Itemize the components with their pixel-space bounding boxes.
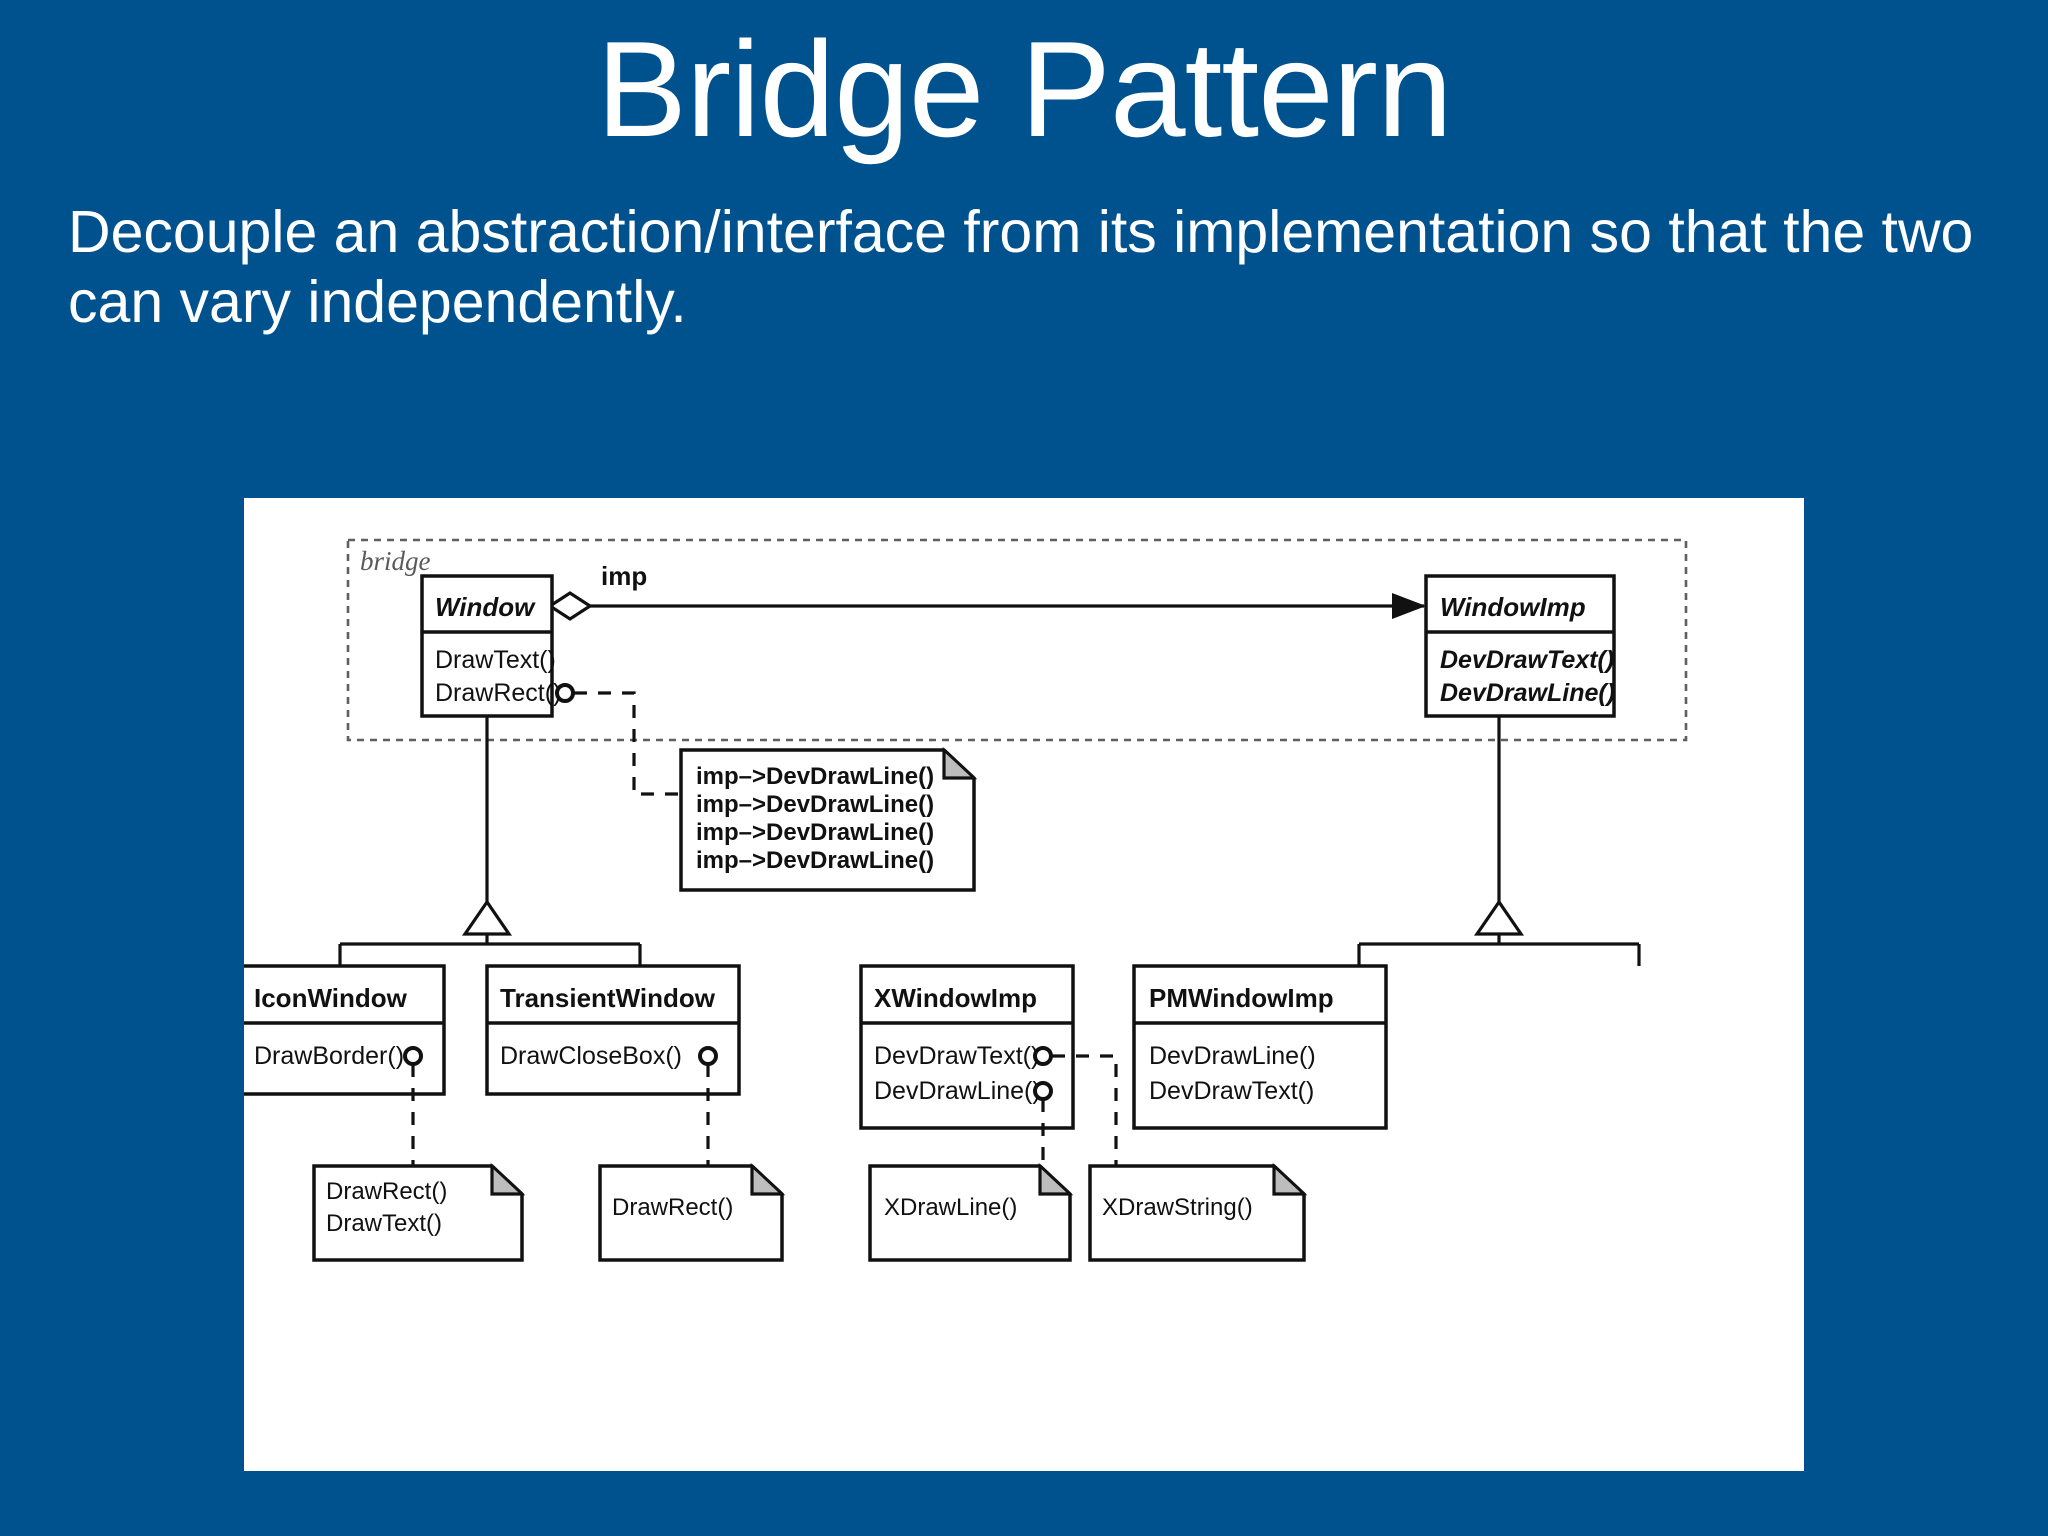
note-line-0: XDrawString() <box>1102 1194 1253 1221</box>
uml-diagram-panel: bridge imp Window DrawText() DrawRect() <box>244 498 1804 1471</box>
impl-ball-iconwindow-drawborder <box>403 1046 423 1066</box>
note-line-0: imp–>DevDrawLine() <box>696 763 934 790</box>
note-xdrawline: XDrawLine() <box>868 1163 1074 1262</box>
class-box-window[interactable]: Window DrawText() DrawRect() <box>420 574 561 718</box>
note-transientwindow-drawclosebox: DrawRect() <box>598 1163 786 1262</box>
note-line-3: imp–>DevDrawLine() <box>696 847 934 874</box>
class-name-pmwindowimp: PMWindowImp <box>1149 983 1334 1013</box>
class-op-windowimp-1: DevDrawLine() <box>1440 679 1615 707</box>
class-name-transientwindow: TransientWindow <box>500 983 716 1013</box>
class-op-window-0: DrawText() <box>435 646 556 674</box>
class-name-xwindowimp: XWindowImp <box>874 983 1037 1013</box>
class-op-window-1: DrawRect() <box>435 679 561 707</box>
aggregation-diamond <box>547 591 593 621</box>
class-box-iconwindow[interactable]: IconWindow DrawBorder() <box>244 964 446 1096</box>
bridge-package-label: bridge <box>360 546 431 576</box>
class-op-windowimp-0: DevDrawText() <box>1440 646 1614 674</box>
page-title: Bridge Pattern <box>596 13 1452 165</box>
note-window-drawrect: imp–>DevDrawLine() imp–>DevDrawLine() im… <box>679 747 978 892</box>
note-line-2: imp–>DevDrawLine() <box>696 819 934 846</box>
class-op-transientwindow-0: DrawCloseBox() <box>500 1042 682 1070</box>
note-line-0: DrawRect() <box>326 1178 447 1205</box>
impl-ball-xwindowimp-devdrawtext <box>1033 1046 1053 1066</box>
note-line-1: imp–>DevDrawLine() <box>696 791 934 818</box>
class-op-pmwindowimp-1: DevDrawText() <box>1149 1077 1314 1105</box>
impl-ball-window-drawrect <box>555 683 575 703</box>
note-iconwindow-drawborder: DrawRect() DrawText() <box>312 1163 526 1262</box>
class-name-windowimp: WindowImp <box>1440 592 1586 622</box>
class-name-iconwindow: IconWindow <box>254 983 408 1013</box>
impl-ball-transientwindow-drawclosebox <box>698 1046 718 1066</box>
class-op-iconwindow-0: DrawBorder() <box>254 1042 404 1070</box>
slide-body-text: Decouple an abstraction/interface from i… <box>68 199 1974 335</box>
class-box-transientwindow[interactable]: TransientWindow DrawCloseBox() <box>485 964 741 1096</box>
class-op-xwindowimp-1: DevDrawLine() <box>874 1077 1041 1105</box>
generalization-triangle-windowimp <box>1473 899 1525 936</box>
note-line-0: XDrawLine() <box>884 1194 1017 1221</box>
note-line-0: DrawRect() <box>612 1194 733 1221</box>
class-name-window: Window <box>435 592 536 622</box>
impl-ball-xwindowimp-devdrawline <box>1033 1081 1053 1101</box>
class-box-windowimp[interactable]: WindowImp DevDrawText() DevDrawLine() <box>1424 574 1616 718</box>
note-link-window-drawrect <box>574 691 681 796</box>
class-box-pmwindowimp[interactable]: PMWindowImp DevDrawLine() DevDrawText() <box>1132 964 1388 1130</box>
association-arrowhead <box>1392 593 1426 619</box>
bridge-package-boundary <box>346 538 1688 742</box>
note-xdrawstring: XDrawString() <box>1088 1163 1308 1262</box>
association-label-imp: imp <box>601 561 647 591</box>
class-op-pmwindowimp-0: DevDrawLine() <box>1149 1042 1316 1070</box>
generalization-triangle-window <box>461 899 513 936</box>
class-box-xwindowimp[interactable]: XWindowImp DevDrawText() DevDrawLine() <box>859 964 1075 1130</box>
uml-diagram-svg: bridge imp Window DrawText() DrawRect() <box>244 538 1688 1262</box>
class-op-xwindowimp-0: DevDrawText() <box>874 1042 1039 1070</box>
note-line-1: DrawText() <box>326 1210 442 1237</box>
